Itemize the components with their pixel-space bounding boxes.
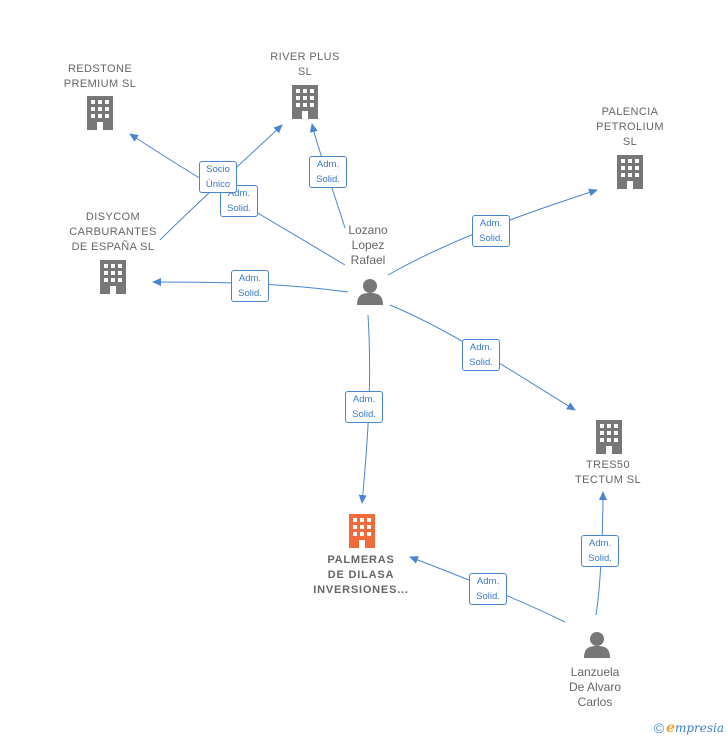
river-building-icon[interactable] bbox=[292, 85, 318, 119]
node-label-palencia[interactable]: PALENCIA PETROLIUM SL bbox=[596, 106, 664, 148]
edge-label-lozano-redstone: Socio Único bbox=[199, 161, 237, 193]
edge-label-lozano-palencia: Adm. Solid. bbox=[472, 215, 510, 247]
node-label-lozano[interactable]: Lozano Lopez Rafael bbox=[348, 223, 388, 267]
lozano-person-icon[interactable] bbox=[357, 279, 383, 305]
edge-label-lozano-palmeras: Adm. Solid. bbox=[345, 391, 383, 423]
edge-label-lozano-river: Adm. Solid. bbox=[309, 156, 347, 188]
edge-label-lanzuela-tres50: Adm. Solid. bbox=[581, 535, 619, 567]
tres50-building-icon[interactable] bbox=[596, 420, 622, 454]
redstone-building-icon[interactable] bbox=[87, 96, 113, 130]
disycom-building-icon[interactable] bbox=[100, 260, 126, 294]
node-label-tres50[interactable]: TRES50 TECTUM SL bbox=[575, 459, 641, 486]
edge-label-lozano-disycom: Adm. Solid. bbox=[231, 270, 269, 302]
lanzuela-person-icon[interactable] bbox=[584, 632, 610, 658]
palencia-building-icon[interactable] bbox=[617, 155, 643, 189]
node-label-lanzuela[interactable]: Lanzuela De Alvaro Carlos bbox=[568, 665, 622, 709]
node-label-redstone[interactable]: REDSTONE PREMIUM SL bbox=[63, 63, 137, 90]
copyright-icon: © bbox=[653, 720, 665, 736]
edge-label-lanzuela-palmeras: Adm. Solid. bbox=[469, 573, 507, 605]
node-label-palmeras[interactable]: PALMERAS DE DILASA INVERSIONES... bbox=[313, 554, 409, 596]
footer-brand[interactable]: © empresia bbox=[654, 720, 724, 736]
edge-label-lozano-tres50: Adm. Solid. bbox=[462, 339, 500, 371]
node-label-disycom[interactable]: DISYCOM CARBURANTES DE ESPAÑA SL bbox=[69, 211, 157, 253]
node-label-river[interactable]: RIVER PLUS SL bbox=[270, 51, 340, 78]
palmeras-building-icon[interactable] bbox=[349, 514, 375, 548]
empresia-logo: empresia bbox=[666, 720, 724, 736]
